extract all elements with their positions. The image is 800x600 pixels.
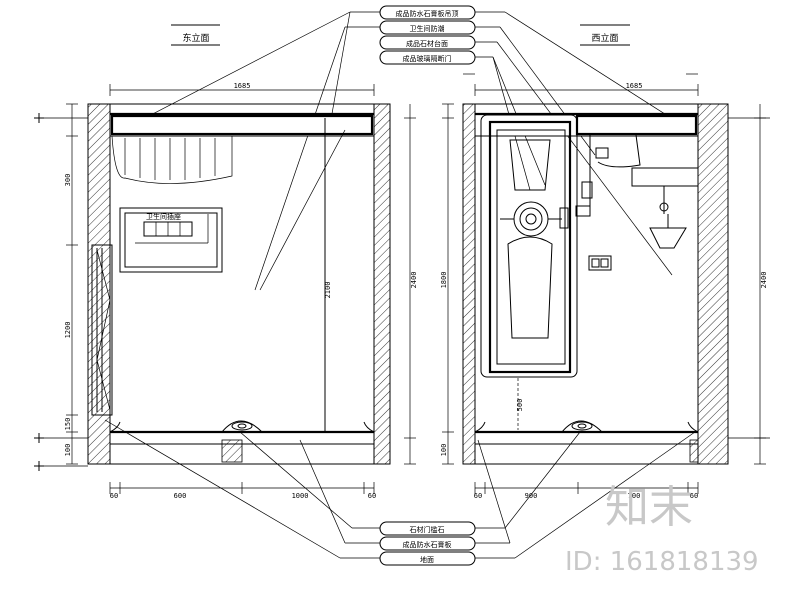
left-ceiling-band <box>109 113 375 137</box>
right-dim-bot-3: 700 <box>628 492 641 500</box>
left-wall-hatch-right <box>373 103 391 465</box>
left-view-title: 东立面 <box>171 24 220 46</box>
top-tag-1: 成品防水石膏板吊顶 <box>379 5 476 20</box>
right-view-title-text: 西立面 <box>591 32 618 44</box>
right-wall-hatch-right <box>697 103 729 465</box>
right-dim-seg-low: 500 <box>516 399 524 412</box>
left-dim-seg-top: 300 <box>64 174 72 187</box>
shower-fittings <box>575 134 609 290</box>
left-dim-top: 1685 <box>234 82 251 90</box>
watermark-brand: 知末 <box>605 482 693 533</box>
left-dim-bot-4: 60 <box>368 492 376 500</box>
right-dim-top: 1685 <box>626 82 643 90</box>
right-elevation <box>462 103 729 465</box>
svg-text:石材门槛石: 石材门槛石 <box>410 525 445 534</box>
left-room-outline <box>109 103 375 445</box>
svg-text:卫生间防潮: 卫生间防潮 <box>410 24 445 33</box>
wall-socket <box>588 255 612 271</box>
left-wall-panel: 卫生间插座 <box>119 207 223 273</box>
left-floor-drain <box>220 420 264 433</box>
left-wall-hatch-left <box>87 103 111 465</box>
glass-door <box>480 114 578 378</box>
watermark: 知末 ID: 161818139 <box>565 482 759 577</box>
right-wall-hatch-left <box>462 103 476 465</box>
right-threshold <box>689 439 699 463</box>
right-ceiling-band <box>474 113 699 137</box>
left-dim-right-vertical: 2400 <box>410 272 418 289</box>
shower-fixture <box>597 134 699 249</box>
left-dim-bot-1: 60 <box>110 492 118 500</box>
right-dim-right-vertical: 2400 <box>760 272 768 289</box>
panel-label: 卫生间插座 <box>146 212 181 221</box>
svg-text:成品防水石膏板吊顶: 成品防水石膏板吊顶 <box>396 9 459 18</box>
left-level-mark-floor <box>34 433 44 443</box>
left-dimensions: 1685 60 600 1000 60 300 1200 150 100 240… <box>34 82 418 500</box>
bottom-tag-2: 成品防水石膏板 <box>379 536 476 551</box>
right-dim-bot-4: 60 <box>690 492 698 500</box>
bottom-callout-tags: 石材门槛石 成品防水石膏板 地面 <box>379 521 476 566</box>
left-dim-seg-bottom: 100 <box>64 444 72 457</box>
top-tag-4: 成品玻璃隔断门 <box>379 50 476 65</box>
bottom-tag-1: 石材门槛石 <box>379 521 476 536</box>
left-dim-seg-low: 150 <box>64 418 72 431</box>
right-dim-bot-1: 60 <box>474 492 482 500</box>
svg-text:成品防水石膏板: 成品防水石膏板 <box>403 540 452 549</box>
top-tag-2: 卫生间防潮 <box>379 20 476 35</box>
left-dim-window: 1200 <box>64 322 72 339</box>
left-curtain <box>111 135 233 184</box>
left-elevation: 卫生间插座 <box>87 103 391 465</box>
right-dim-inner-vertical: 1800 <box>440 272 448 289</box>
left-dim-inner-vertical: 2100 <box>324 282 332 299</box>
right-dimensions: 1685 60 900 700 60 100 500 1800 2400 <box>440 73 770 500</box>
watermark-id: ID: 161818139 <box>565 547 759 577</box>
bottom-tag-3: 地面 <box>379 551 476 566</box>
right-dim-seg-bottom: 100 <box>440 444 448 457</box>
svg-text:成品玻璃隔断门: 成品玻璃隔断门 <box>403 54 452 63</box>
right-floor-drain <box>560 420 604 433</box>
right-dim-bot-2: 900 <box>525 492 538 500</box>
left-threshold <box>221 439 243 463</box>
right-room-outline <box>474 103 699 445</box>
left-view-title-text: 东立面 <box>182 32 209 44</box>
left-dim-bot-2: 600 <box>174 492 187 500</box>
left-level-mark-bottom <box>34 461 44 471</box>
svg-text:成品石材台面: 成品石材台面 <box>406 39 448 48</box>
leader-lines <box>104 11 696 559</box>
left-window <box>91 244 113 416</box>
left-dim-bot-3: 1000 <box>292 492 309 500</box>
top-tag-3: 成品石材台面 <box>379 35 476 50</box>
left-level-mark-top <box>34 113 44 123</box>
right-view-title: 西立面 <box>580 24 630 46</box>
left-ceiling-inner <box>110 114 374 136</box>
svg-text:地面: 地面 <box>420 555 434 564</box>
top-callout-tags: 成品防水石膏板吊顶 卫生间防潮 成品石材台面 成品玻璃隔断门 <box>379 5 476 65</box>
